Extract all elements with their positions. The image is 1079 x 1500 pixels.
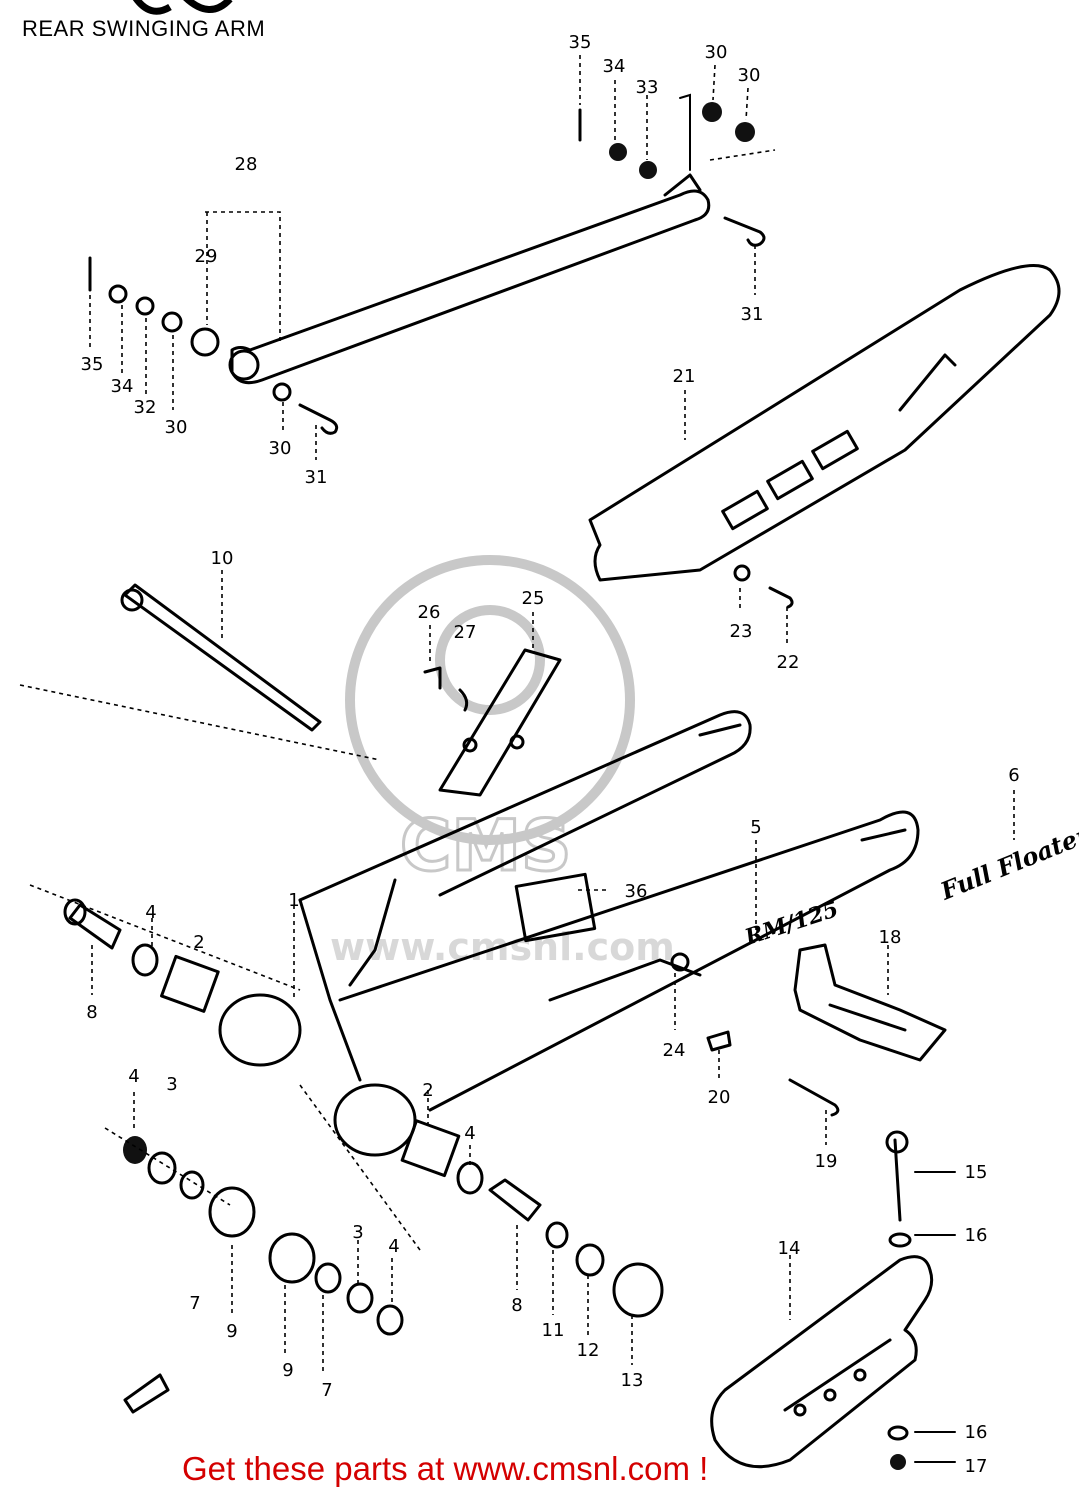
callout-label-8: 8: [86, 1002, 97, 1023]
callout-label-24: 24: [663, 1040, 686, 1061]
callout-label-26: 26: [418, 602, 441, 623]
callout-label-14: 14: [778, 1238, 801, 1259]
callout-label-23: 23: [730, 621, 753, 642]
callout-label-4: 4: [388, 1236, 399, 1257]
callout-label-35: 35: [569, 32, 592, 53]
callout-label-29: 29: [195, 246, 218, 267]
callout-label-20: 20: [708, 1087, 731, 1108]
cms-watermark-logo: CMS www.cmsnl.com: [330, 555, 675, 969]
callout-label-30: 30: [269, 438, 292, 459]
callout-label-11: 11: [542, 1320, 565, 1341]
callout-label-34: 34: [111, 376, 134, 397]
pivot-bearings: [63, 898, 664, 1336]
callout-label-9: 9: [282, 1360, 293, 1381]
callout-label-7: 7: [321, 1380, 332, 1401]
swing-arm-body: [218, 710, 920, 1157]
callout-label-19: 19: [815, 1151, 838, 1172]
footer-parts-link[interactable]: Get these parts at www.cmsnl.com !: [182, 1450, 709, 1487]
callout-label-18: 18: [879, 927, 902, 948]
chain-slider: [706, 943, 947, 1117]
chain-guide-bracket: [423, 648, 562, 797]
callout-label-4: 4: [464, 1123, 475, 1144]
callout-label-7: 7: [189, 1293, 200, 1314]
callout-label-8: 8: [511, 1295, 522, 1316]
callout-label-3: 3: [166, 1074, 177, 1095]
callout-leaders: [29, 55, 1015, 1463]
chain-guard: [588, 264, 1061, 609]
callout-label-10: 10: [211, 548, 234, 569]
callout-label-16: 16: [965, 1422, 988, 1443]
torque-rod-assembly: [88, 93, 776, 435]
callout-label-1: 1: [288, 890, 299, 911]
swing-arm-decals: RM/125 Full Floater: [741, 819, 1079, 951]
callout-label-22: 22: [777, 652, 800, 673]
callout-label-2: 2: [193, 932, 204, 953]
callout-label-12: 12: [577, 1340, 600, 1361]
chain-buffer: [710, 1130, 934, 1470]
cropped-header-fragment: [130, 0, 240, 15]
callout-label-5: 5: [750, 817, 761, 838]
callout-label-4: 4: [145, 902, 156, 923]
callout-label-2: 2: [422, 1080, 433, 1101]
callout-label-6: 6: [1008, 765, 1019, 786]
callout-labels: 3534333030282931353432303031211026272523…: [81, 32, 1020, 1477]
callout-label-3: 3: [352, 1222, 363, 1243]
callout-label-16: 16: [965, 1225, 988, 1246]
callout-label-21: 21: [673, 366, 696, 387]
callout-label-27: 27: [454, 622, 477, 643]
pivot-shaft: [19, 583, 381, 761]
callout-label-30: 30: [738, 65, 761, 86]
decal-6-text: Full Floater: [935, 819, 1079, 906]
callout-label-31: 31: [741, 304, 764, 325]
callout-label-9: 9: [226, 1321, 237, 1342]
callout-label-17: 17: [965, 1456, 988, 1477]
callout-label-30: 30: [165, 417, 188, 438]
callout-label-13: 13: [621, 1370, 644, 1391]
callout-label-15: 15: [965, 1162, 988, 1183]
callout-label-30: 30: [705, 42, 728, 63]
callout-label-34: 34: [603, 56, 626, 77]
callout-label-28: 28: [235, 154, 258, 175]
callout-label-32: 32: [134, 397, 157, 418]
callout-label-4: 4: [128, 1066, 139, 1087]
callout-label-35: 35: [81, 354, 104, 375]
callout-label-31: 31: [305, 467, 328, 488]
page-title: REAR SWINGING ARM: [22, 16, 266, 41]
front-direction-arrow: [123, 1373, 170, 1414]
callout-label-33: 33: [636, 77, 659, 98]
callout-label-25: 25: [522, 588, 545, 609]
callout-label-36: 36: [625, 881, 648, 902]
